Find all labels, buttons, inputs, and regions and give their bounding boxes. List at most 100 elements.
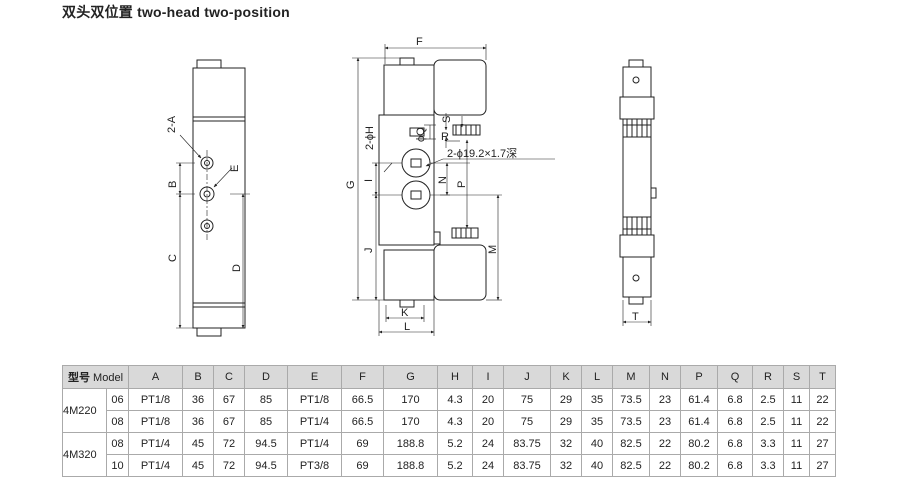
label-j: J xyxy=(363,248,375,254)
model-cell: 4M320 xyxy=(62,432,107,477)
value-cell-s: 11 xyxy=(783,410,810,433)
header-col-a: A xyxy=(128,365,183,389)
value-cell-d: 85 xyxy=(244,388,288,411)
header-col-c: C xyxy=(213,365,245,389)
value-cell-l: 40 xyxy=(581,454,613,477)
label-c: C xyxy=(167,254,179,262)
value-cell-i: 24 xyxy=(472,454,504,477)
port-code-cell: 10 xyxy=(106,454,129,477)
value-cell-l: 35 xyxy=(581,410,613,433)
value-cell-f: 66.5 xyxy=(341,388,384,411)
label-s: S xyxy=(441,116,453,123)
label-n: N xyxy=(437,176,449,184)
header-col-m: M xyxy=(612,365,650,389)
value-cell-k: 32 xyxy=(550,432,582,455)
label-q: ϕQ xyxy=(415,127,427,142)
value-cell-m: 73.5 xyxy=(612,410,650,433)
value-cell-j: 75 xyxy=(503,388,551,411)
value-cell-m: 82.5 xyxy=(612,432,650,455)
value-cell-i: 20 xyxy=(472,388,504,411)
front-view xyxy=(176,59,250,337)
end-view xyxy=(619,59,657,326)
value-cell-n: 22 xyxy=(649,454,681,477)
value-cell-i: 24 xyxy=(472,432,504,455)
value-cell-k: 29 xyxy=(550,410,582,433)
label-2h: 2-ϕH xyxy=(364,126,376,150)
value-cell-r: 3.3 xyxy=(752,454,784,477)
header-col-t: T xyxy=(809,365,836,389)
value-cell-g: 170 xyxy=(383,410,438,433)
value-cell-s: 11 xyxy=(783,454,810,477)
value-cell-p: 61.4 xyxy=(680,388,718,411)
label-l: L xyxy=(404,321,410,333)
header-col-l: L xyxy=(581,365,613,389)
value-cell-b: 36 xyxy=(182,388,214,411)
value-cell-l: 40 xyxy=(581,432,613,455)
value-cell-g: 188.8 xyxy=(383,432,438,455)
value-cell-b: 45 xyxy=(182,454,214,477)
value-cell-d: 94.5 xyxy=(244,454,288,477)
value-cell-h: 4.3 xyxy=(437,388,473,411)
header-model-cn: 型号 xyxy=(67,372,90,384)
value-cell-q: 6.8 xyxy=(717,388,753,411)
value-cell-n: 22 xyxy=(649,432,681,455)
value-cell-h: 4.3 xyxy=(437,410,473,433)
label-2-19-2-hole: 2-ϕ19.2×1.7深 xyxy=(447,147,517,160)
value-cell-q: 6.8 xyxy=(717,432,753,455)
value-cell-c: 67 xyxy=(213,388,245,411)
value-cell-r: 3.3 xyxy=(752,432,784,455)
value-cell-f: 69 xyxy=(341,454,384,477)
value-cell-n: 23 xyxy=(649,388,681,411)
label-p: P xyxy=(456,181,468,188)
value-cell-l: 35 xyxy=(581,388,613,411)
port-code-cell: 08 xyxy=(106,410,129,433)
value-cell-q: 6.8 xyxy=(717,454,753,477)
value-cell-p: 80.2 xyxy=(680,432,718,455)
header-col-i: I xyxy=(472,365,504,389)
value-cell-t: 27 xyxy=(809,432,836,455)
value-cell-p: 61.4 xyxy=(680,410,718,433)
header-col-k: K xyxy=(550,365,582,389)
header-model-en: Model xyxy=(93,372,124,384)
value-cell-m: 82.5 xyxy=(612,454,650,477)
header-col-h: H xyxy=(437,365,473,389)
value-cell-a: PT1/4 xyxy=(128,454,183,477)
header-col-j: J xyxy=(503,365,551,389)
page-title: 双头双位置 two-head two-position xyxy=(62,4,290,20)
label-g: G xyxy=(345,180,357,189)
value-cell-p: 80.2 xyxy=(680,454,718,477)
header-col-e: E xyxy=(287,365,342,389)
port-code-cell: 08 xyxy=(106,432,129,455)
label-r: R xyxy=(441,131,449,143)
value-cell-q: 6.8 xyxy=(717,410,753,433)
value-cell-g: 188.8 xyxy=(383,454,438,477)
value-cell-e: PT1/4 xyxy=(287,432,342,455)
label-b: B xyxy=(167,181,179,188)
value-cell-f: 66.5 xyxy=(341,410,384,433)
value-cell-c: 72 xyxy=(213,432,245,455)
value-cell-j: 75 xyxy=(503,410,551,433)
value-cell-c: 67 xyxy=(213,410,245,433)
label-m: M xyxy=(487,245,499,254)
value-cell-s: 11 xyxy=(783,388,810,411)
value-cell-d: 94.5 xyxy=(244,432,288,455)
header-col-r: R xyxy=(752,365,784,389)
value-cell-a: PT1/4 xyxy=(128,432,183,455)
label-d: D xyxy=(231,264,243,272)
header-col-b: B xyxy=(182,365,214,389)
value-cell-j: 83.75 xyxy=(503,454,551,477)
value-cell-i: 20 xyxy=(472,410,504,433)
header-col-q: Q xyxy=(717,365,753,389)
value-cell-h: 5.2 xyxy=(437,454,473,477)
side-view xyxy=(352,44,555,336)
model-cell: 4M220 xyxy=(62,388,107,433)
value-cell-a: PT1/8 xyxy=(128,410,183,433)
label-2a: 2-A xyxy=(166,115,178,133)
value-cell-k: 32 xyxy=(550,454,582,477)
value-cell-e: PT3/8 xyxy=(287,454,342,477)
value-cell-r: 2.5 xyxy=(752,388,784,411)
value-cell-c: 72 xyxy=(213,454,245,477)
